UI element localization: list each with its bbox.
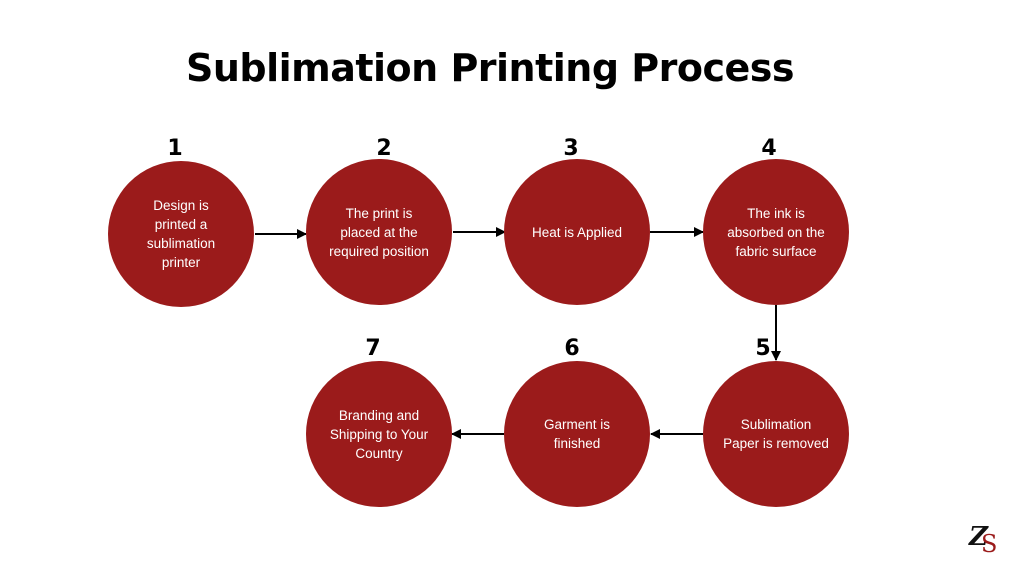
step-1-text: Design is printed a sublimation printer bbox=[122, 196, 240, 272]
step-3-text: Heat is Applied bbox=[512, 223, 642, 242]
step-7-line-3: Country bbox=[355, 445, 403, 461]
step-2-node: The print is placed at the required posi… bbox=[306, 159, 452, 305]
step-1-node: Design is printed a sublimation printer bbox=[108, 161, 254, 307]
step-7-number: 7 bbox=[365, 336, 381, 361]
logo-letter-z: Z bbox=[969, 522, 988, 552]
step-4-line-3: fabric surface bbox=[735, 243, 817, 259]
step-4-line-2: absorbed on the bbox=[727, 224, 825, 240]
diagram-title: Sublimation Printing Process bbox=[185, 46, 795, 90]
step-5-line-1: Sublimation bbox=[740, 417, 812, 432]
step-6-line-1: Garment is bbox=[543, 417, 611, 432]
step-3-node: Heat is Applied bbox=[504, 159, 650, 305]
step-2-number: 2 bbox=[376, 136, 392, 161]
step-7-text: Branding and Shipping to Your Country bbox=[320, 406, 438, 463]
step-7-node: Branding and Shipping to Your Country bbox=[306, 361, 452, 507]
step-1-line-1: Design is bbox=[153, 198, 209, 213]
step-5-number: 5 bbox=[755, 336, 771, 361]
step-1-number: 1 bbox=[167, 136, 183, 161]
step-7-line-1: Branding and bbox=[338, 407, 420, 423]
step-6-node: Garment is finished bbox=[504, 361, 650, 507]
step-6-line-2: finished bbox=[553, 436, 601, 451]
step-1-line-2: printed a bbox=[154, 217, 208, 232]
step-1-line-4: printer bbox=[161, 255, 201, 270]
step-6-number: 6 bbox=[564, 336, 580, 361]
step-3-line-1: Heat is Applied bbox=[531, 224, 623, 240]
step-2-line-1: The print is bbox=[345, 205, 413, 221]
step-2-line-2: placed at the bbox=[340, 224, 418, 240]
logo-letter-s: S bbox=[981, 530, 998, 558]
step-7-line-2: Shipping to Your bbox=[329, 426, 429, 442]
step-3-number: 3 bbox=[563, 136, 579, 161]
step-2-line-3: required position bbox=[329, 243, 429, 259]
step-5-node: Sublimation Paper is removed bbox=[703, 361, 849, 507]
step-1-line-3: sublimation bbox=[146, 236, 216, 251]
step-4-text: The ink is absorbed on the fabric surfac… bbox=[711, 204, 841, 261]
step-6-text: Garment is finished bbox=[518, 415, 636, 453]
step-4-line-1: The ink is bbox=[747, 205, 805, 221]
step-5-line-2: Paper is removed bbox=[723, 436, 829, 451]
step-4-number: 4 bbox=[761, 136, 777, 161]
brand-logo: Z S bbox=[966, 520, 1002, 560]
step-4-node: The ink is absorbed on the fabric surfac… bbox=[703, 159, 849, 305]
step-5-text: Sublimation Paper is removed bbox=[711, 415, 841, 453]
step-2-text: The print is placed at the required posi… bbox=[314, 204, 444, 261]
